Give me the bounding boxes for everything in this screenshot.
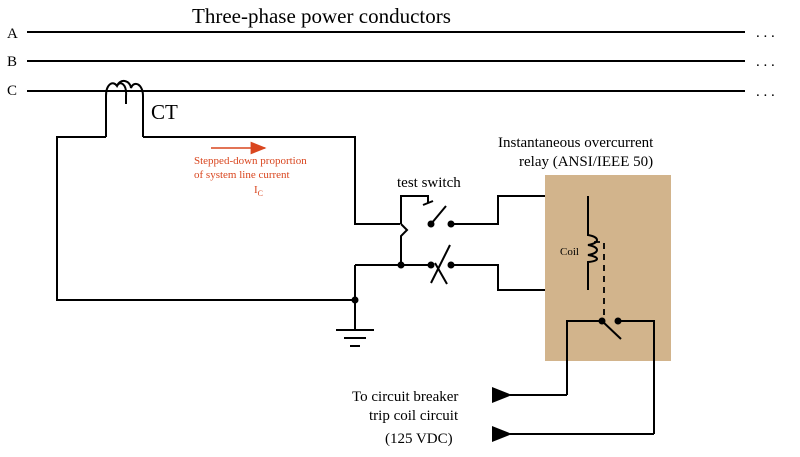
phase-b-conductor: B . . .	[7, 54, 775, 70]
phase-c-conductor: C . . .	[7, 83, 775, 100]
phase-c-label: C	[7, 83, 17, 99]
current-note-line1: Stepped-down proportion	[194, 155, 307, 167]
phase-a-conductor: A . . .	[7, 25, 775, 42]
phase-b-continuation: . . .	[756, 54, 775, 70]
relay-title-line2: relay (ANSI/IEEE 50)	[519, 154, 653, 170]
phase-b-label: B	[7, 54, 17, 70]
phase-a-continuation: . . .	[756, 25, 775, 41]
test-switch-label: test switch	[397, 175, 461, 191]
ct-secondary-wiring	[56, 136, 400, 301]
relay-coil-label: Coil	[560, 246, 579, 258]
relay-enclosure	[545, 175, 671, 361]
current-symbol: IC	[254, 184, 263, 198]
current-flow-note: Stepped-down proportion of system line c…	[194, 141, 307, 198]
ground-junction-dot	[351, 296, 359, 304]
diagram-title: Three-phase power conductors	[192, 4, 451, 28]
phase-c-continuation: . . .	[756, 84, 775, 100]
phase-a-label: A	[7, 26, 18, 42]
output-label-line3: (125 VDC)	[385, 431, 453, 447]
ct-coil-icon	[105, 80, 144, 137]
output-label-line2: trip coil circuit	[369, 408, 459, 424]
relay-coil-icon	[587, 196, 598, 290]
ct-label: CT	[151, 100, 178, 124]
relay-linkage	[594, 241, 605, 315]
relay-title-line1: Instantaneous overcurrent	[498, 135, 654, 151]
current-symbol-letter: I	[254, 184, 258, 196]
current-symbol-subscript: C	[258, 189, 263, 198]
relay-contact-icon	[566, 317, 655, 434]
output-label-line1: To circuit breaker	[352, 389, 458, 405]
ground-symbol-icon	[336, 265, 374, 347]
current-note-line2: of system line current	[194, 169, 290, 181]
